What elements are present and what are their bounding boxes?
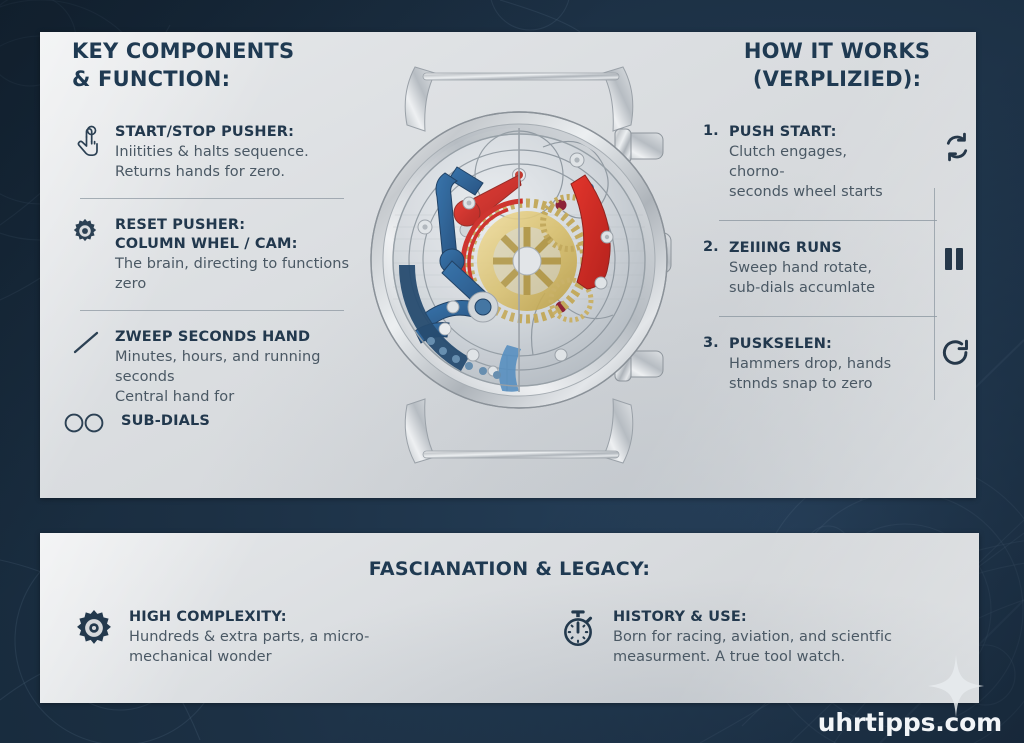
reset-arrow-icon: [939, 337, 973, 371]
legacy-body: Hundreds & extra parts, a micro- mechani…: [129, 628, 370, 665]
component-title: SUB-DIALS: [121, 413, 210, 430]
step-title: PUSKSELEN:: [729, 336, 833, 353]
pause-icon: [941, 245, 967, 273]
legacy-panel: FASCIANATION & LEGACY: HIGH COMPLEXITY: …: [40, 533, 979, 703]
diagonal-hand-icon: [72, 328, 102, 356]
component-subtitle: COLUMN WHEL / CAM:: [115, 236, 298, 253]
step-number: 2.: [703, 239, 719, 256]
gear-icon: [72, 216, 102, 244]
step-number: 3.: [703, 335, 719, 352]
chronograph-movement-illustration: [357, 55, 687, 475]
two-circles-icon: [64, 411, 108, 433]
legacy-item-high-complexity: HIGH COMPLEXITY: Hundreds & extra parts,…: [75, 608, 465, 667]
divider: [719, 220, 937, 222]
timeline-vertical-line: [934, 188, 935, 400]
component-item-sub-dials: SUB-DIALS: [64, 411, 372, 433]
divider: [719, 316, 937, 318]
component-title: ZWEEP SECONDS HAND: [115, 328, 311, 345]
step-body: Hammers drop, hands stnnds snap to zero: [729, 355, 892, 392]
legacy-title: HIGH COMPLEXITY:: [129, 609, 287, 625]
component-body: The brain, directing to functions zero: [115, 255, 350, 292]
key-components-column: KEY COMPONENTS & FUNCTION: START/STOP PU…: [64, 38, 372, 433]
divider: [80, 309, 344, 311]
legacy-title: HISTORY & USE:: [613, 609, 747, 625]
component-item-sweep-seconds-hand: ZWEEP SECONDS HAND Minutes, hours, and r…: [72, 328, 372, 407]
sparkle-icon: [928, 655, 984, 717]
component-title: START/STOP PUSHER:: [115, 124, 295, 141]
step-title: ZEIIING RUNS: [729, 240, 843, 257]
gear-icon: [75, 608, 115, 647]
bottom-panel-title: FASCIANATION & LEGACY:: [368, 558, 651, 580]
step-item-timing-runs: 2. ZEIIING RUNS Sweep hand rotate, sub-d…: [703, 239, 971, 298]
stopwatch-icon: [559, 608, 599, 647]
component-title: RESET PUSHER:: [115, 217, 246, 234]
component-item-start-stop-pusher: START/STOP PUSHER: Iniitities & halts se…: [72, 123, 372, 182]
component-body: Iniitities & halts sequence. Returns han…: [115, 144, 309, 181]
right-column-title: HOW IT WORKS (VERPLIZIED):: [743, 39, 931, 91]
step-body: Clutch engages, chorno- seconds wheel st…: [729, 144, 883, 201]
legacy-body: Born for racing, aviation, and scientfic…: [613, 628, 893, 665]
component-item-reset-pusher: RESET PUSHER: COLUMN WHEL / CAM: The bra…: [72, 216, 372, 294]
step-item-push-reset: 3. PUSKSELEN: Hammers drop, hands stnnds…: [703, 335, 971, 394]
how-it-works-column: HOW IT WORKS (VERPLIZIED): 1. PUSH START…: [703, 38, 971, 400]
step-number: 1.: [703, 123, 719, 140]
component-body: Minutes, hours, and running seconds Cent…: [115, 348, 321, 405]
hand-pointer-icon: [72, 123, 102, 157]
left-column-title: KEY COMPONENTS & FUNCTION:: [72, 39, 295, 91]
step-body: Sweep hand rotate, sub-dials accumlate: [729, 260, 876, 297]
bottom-items-row: HIGH COMPLEXITY: Hundreds & extra parts,…: [75, 608, 949, 667]
legacy-item-history-use: HISTORY & USE: Born for racing, aviation…: [559, 608, 949, 667]
divider: [80, 198, 344, 200]
step-item-push-start: 1. PUSH START: Clutch engages, chorno- s…: [703, 123, 971, 202]
step-title: PUSH START:: [729, 124, 837, 141]
sync-arrows-icon: [941, 131, 973, 163]
watermark-text: uhrtipps.com: [817, 708, 1002, 737]
